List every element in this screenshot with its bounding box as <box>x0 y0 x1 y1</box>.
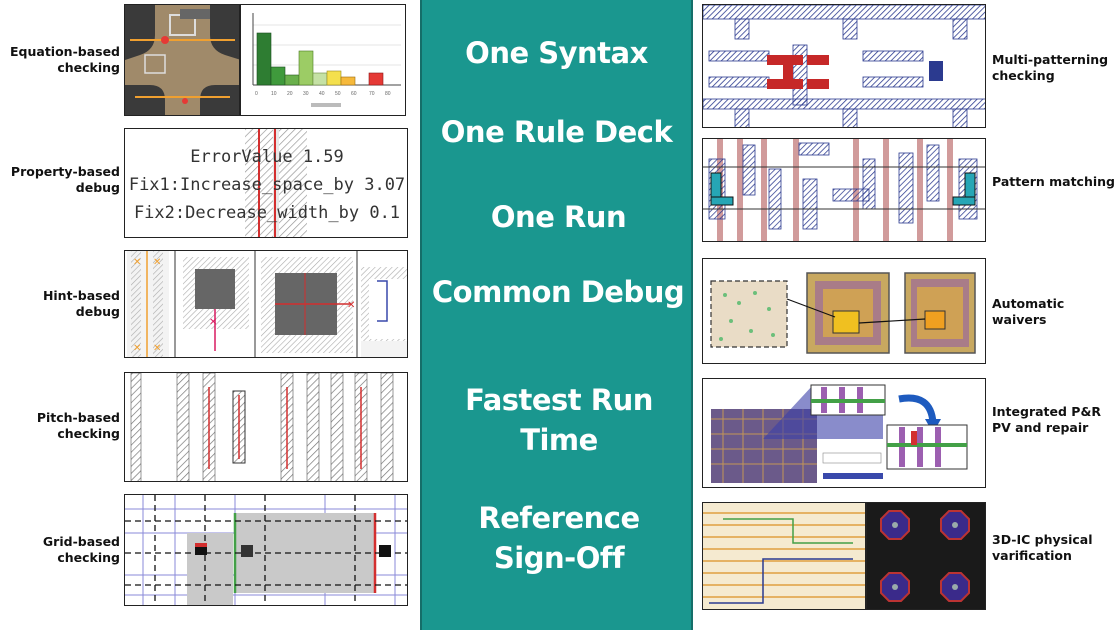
label-multi-patterning-checking: Multi-patterning checking <box>992 52 1109 83</box>
svg-text:0: 0 <box>255 91 258 97</box>
multi-patterning-panel <box>702 4 986 128</box>
label-hint-based-debug: Hint-based debug <box>42 288 120 319</box>
slogan-common-debug: Common Debug <box>431 275 685 309</box>
automatic-waivers-panel <box>702 258 986 364</box>
svg-text:10: 10 <box>271 91 277 97</box>
property-error-value: ErrorValue 1.59 <box>190 147 344 167</box>
label-pattern-matching: Pattern matching <box>992 174 1115 189</box>
pattern-matching-panel <box>702 138 986 242</box>
integrated-pr-panel <box>702 378 986 488</box>
3dic-bumps-panel <box>866 502 986 610</box>
svg-text:30: 30 <box>303 91 309 97</box>
label-property-based-debug: Property-based debug <box>10 164 120 195</box>
grid-checking-panel <box>124 494 408 606</box>
label-automatic-waivers: Automatic waivers <box>992 296 1065 327</box>
central-value-panel: One Syntax One Rule Deck One Run Common … <box>420 0 693 630</box>
svg-text:✕: ✕ <box>153 343 161 354</box>
property-debug-panel: ErrorValue 1.59 Fix1:Increase_space_by 3… <box>124 128 408 238</box>
slogan-fastest-run-time: Fastest Run Time <box>465 383 653 457</box>
equation-histogram: 0 10 20 30 40 50 60 70 80 <box>240 4 406 116</box>
svg-text:✕: ✕ <box>153 257 161 268</box>
label-integrated-pr-pv-repair: Integrated P&R PV and repair <box>992 404 1101 435</box>
label-3d-ic-physical-verification: 3D-IC physical varification <box>992 532 1093 563</box>
svg-text:✕: ✕ <box>347 300 355 311</box>
slogan-reference-sign-off: Reference Sign-Off <box>478 501 640 575</box>
property-fix2: Fix2:Decrease_width_by 0.1 <box>133 203 401 223</box>
pitch-checking-panel <box>124 372 408 482</box>
3dic-routing-panel <box>702 502 866 610</box>
slogan-one-run: One Run <box>490 200 627 234</box>
svg-text:40: 40 <box>319 91 325 97</box>
hint-debug-panel: ✕ ✕ ✕ ✕ ✕ ✕ <box>124 250 408 358</box>
slogan-one-syntax: One Syntax <box>465 36 648 70</box>
svg-text:70: 70 <box>369 91 375 97</box>
label-pitch-based-checking: Pitch-based checking <box>36 410 120 441</box>
svg-text:20: 20 <box>287 91 293 97</box>
svg-text:✕: ✕ <box>133 343 141 354</box>
slogan-one-rule-deck: One Rule Deck <box>440 115 673 149</box>
svg-text:✕: ✕ <box>209 317 217 328</box>
svg-text:50: 50 <box>335 91 341 97</box>
label-grid-based-checking: Grid-based checking <box>42 534 120 565</box>
label-equation-based-checking: Equation-based checking <box>10 44 121 75</box>
equation-layout-image <box>124 4 240 116</box>
property-fix1: Fix1:Increase_space_by 3.07 <box>128 175 406 195</box>
svg-text:80: 80 <box>385 91 391 97</box>
svg-text:60: 60 <box>351 91 357 97</box>
svg-text:✕: ✕ <box>133 257 141 268</box>
